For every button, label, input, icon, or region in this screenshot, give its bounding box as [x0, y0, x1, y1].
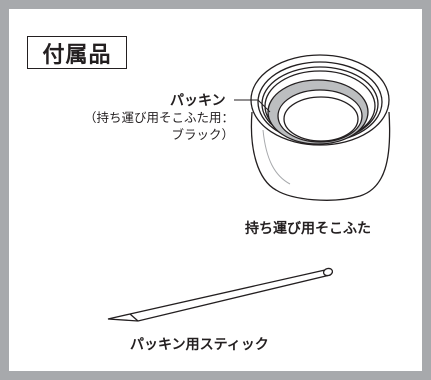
- gasket-leader-line: [234, 99, 271, 113]
- carry-bottom-lid-drawing: [250, 54, 391, 201]
- gasket-note: （持ち運び用そこふた用： ブラック）: [84, 109, 234, 143]
- stick-caption: パッキン用スティック: [130, 337, 269, 353]
- lid-caption: 持ち運び用そこふた: [245, 221, 371, 237]
- gasket-note-line: ブラック）: [171, 127, 234, 142]
- gasket-note-line: （持ち運び用そこふた用：: [83, 110, 234, 125]
- gasket-stick-drawing: [107, 267, 334, 322]
- gasket-label: パッキン: [170, 93, 226, 109]
- page-title: 付属品: [27, 36, 127, 69]
